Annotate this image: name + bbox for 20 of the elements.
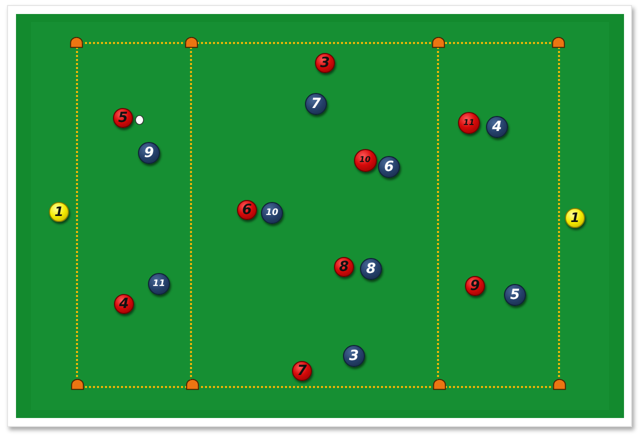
player-number: 1 (54, 206, 64, 218)
player-number: 6 (384, 160, 394, 174)
player-number: 1 (570, 212, 580, 224)
player-number: 5 (510, 288, 520, 302)
player-number: 7 (311, 97, 321, 111)
player-number: 3 (349, 349, 359, 363)
player-number: 11 (152, 280, 166, 288)
player-number: 10 (359, 156, 371, 164)
player-number: 8 (339, 260, 349, 274)
player-number: 4 (492, 120, 502, 134)
player-number: 10 (266, 208, 278, 218)
player-number: 7 (297, 364, 307, 378)
player-number: 8 (366, 262, 376, 276)
player-number: 9 (144, 146, 154, 160)
player-number: 5 (118, 111, 128, 125)
player-number: 9 (470, 279, 480, 293)
player-number: 4 (119, 297, 129, 311)
player-number: 11 (463, 119, 475, 127)
player-number: 3 (320, 56, 330, 70)
player-number: 6 (242, 203, 252, 217)
